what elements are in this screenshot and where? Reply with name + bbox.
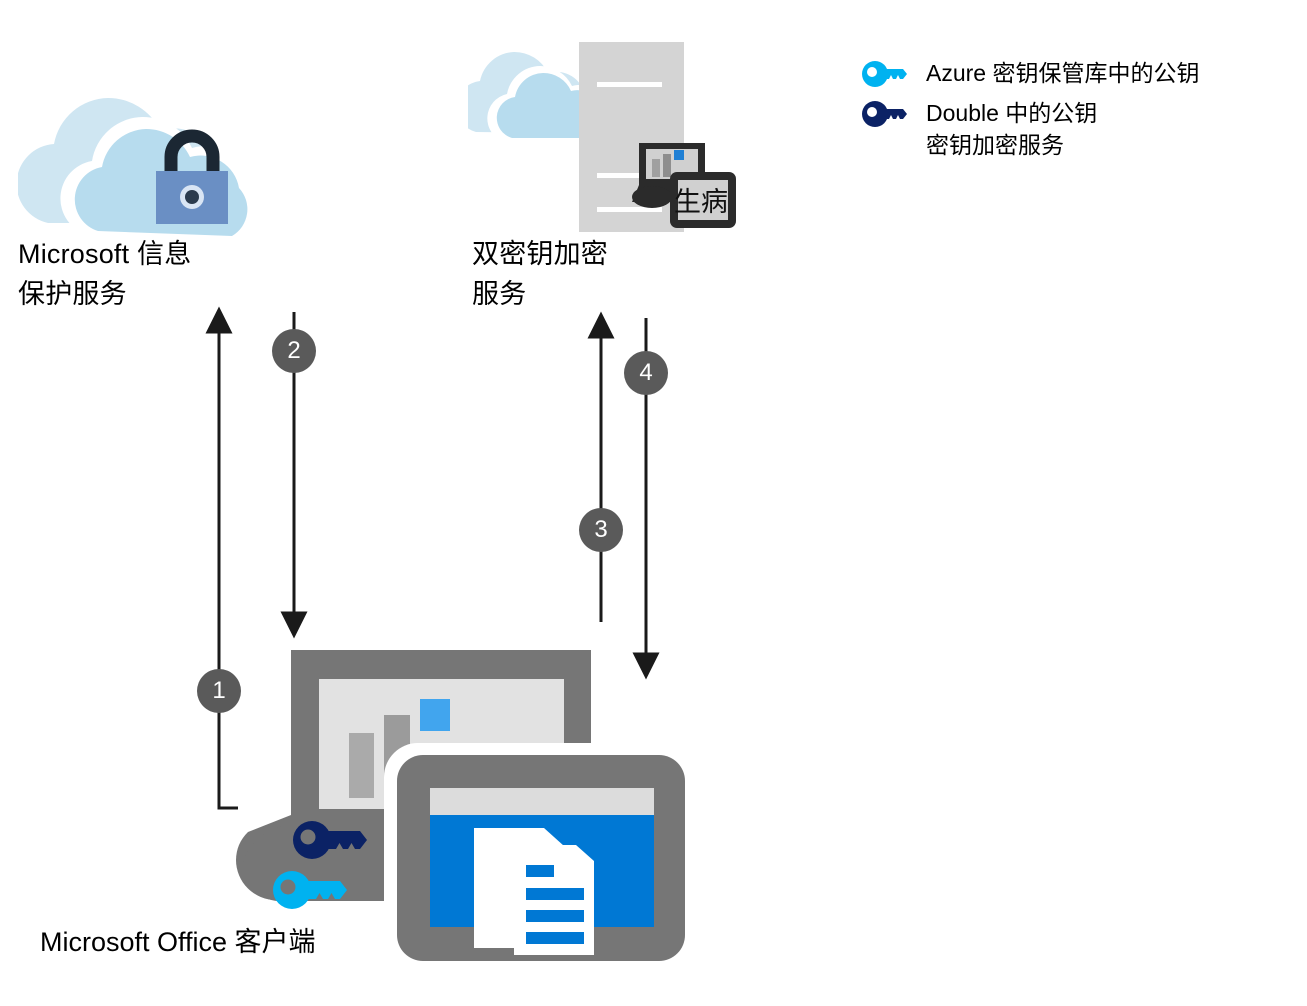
node-label-office-client: Microsoft Office 客户端 <box>40 927 316 957</box>
step-badge-1: 1 <box>197 669 241 713</box>
key-icon <box>293 821 367 859</box>
cloud-lock-icon <box>16 75 318 245</box>
server-device-overlay-icon <box>632 139 742 239</box>
step-badge-2: 2 <box>272 329 316 373</box>
node-label-dke-service: 双密钥加密 服务 <box>472 239 608 309</box>
office-client-icon <box>236 645 696 965</box>
legend-label-dke-key: Double 中的公钥 密钥加密服务 <box>926 100 1098 158</box>
key-icon <box>862 61 908 87</box>
step-badge-3: 3 <box>579 508 623 552</box>
legend: Azure 密钥保管库中的公钥 Double 中的公钥 密钥加密服务 <box>862 57 1199 169</box>
legend-item-azure-key: Azure 密钥保管库中的公钥 <box>862 57 1199 89</box>
key-icon <box>862 101 908 127</box>
server-tile-text: 生病 <box>674 187 728 217</box>
node-label-mip-service: Microsoft 信息 保护服务 <box>18 239 192 309</box>
step-badge-4: 4 <box>624 351 668 395</box>
legend-item-dke-key: Double 中的公钥 密钥加密服务 <box>862 97 1199 161</box>
legend-label-azure-key: Azure 密钥保管库中的公钥 <box>926 60 1200 86</box>
key-icon <box>273 871 347 909</box>
